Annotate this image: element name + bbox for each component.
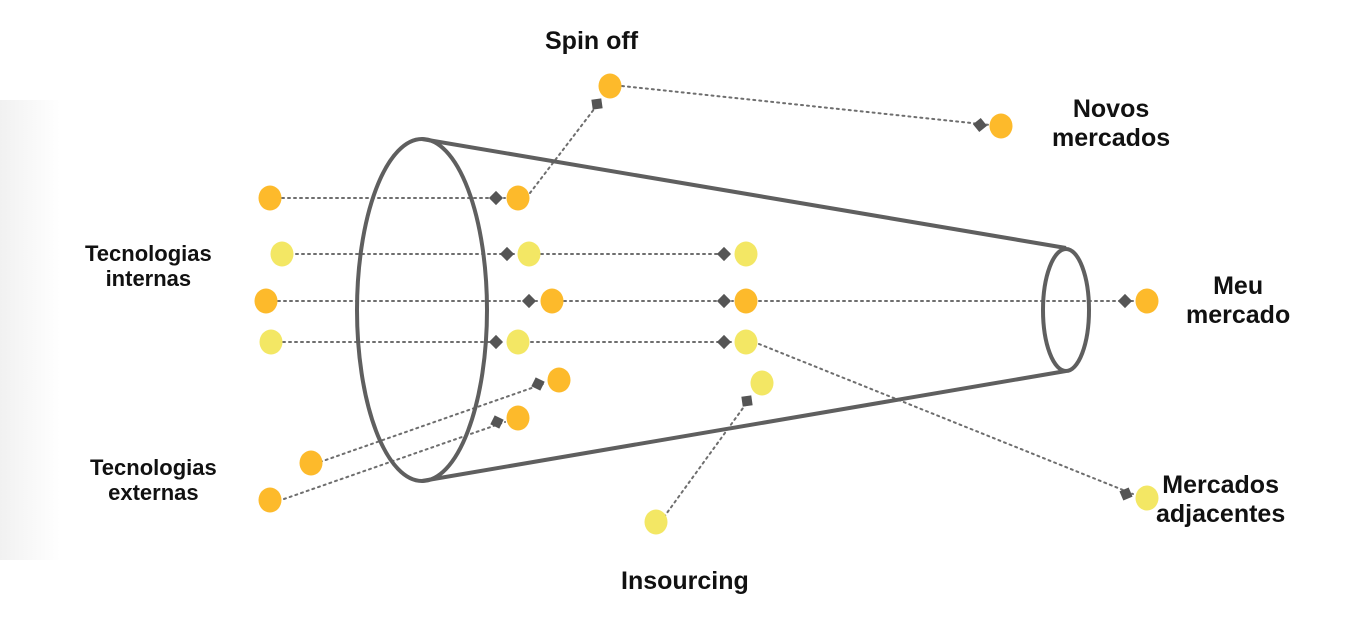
arrow-diamond: [972, 117, 988, 133]
dotted-connector: [621, 85, 991, 126]
orange-dot: [598, 73, 622, 99]
label-novos-mercados: Novos mercados: [1052, 95, 1171, 152]
yellow-dot: [734, 329, 758, 355]
arrow-diamond: [531, 377, 545, 391]
label-tecnologias-internas: Tecnologias internas: [85, 241, 212, 292]
yellow-dot: [1135, 485, 1159, 511]
orange-dot: [299, 450, 323, 476]
arrow-diamond: [490, 415, 504, 429]
yellow-dot: [506, 329, 530, 355]
orange-dot: [1135, 288, 1159, 314]
arrow-diamond: [488, 334, 504, 350]
yellow-dot: [734, 241, 758, 267]
dotted-connector: [663, 396, 752, 518]
arrow-diamond: [1119, 487, 1133, 501]
arrow-diamond: [499, 246, 515, 262]
idea-dots: [254, 73, 1159, 535]
yellow-dot: [259, 329, 283, 355]
orange-dot: [258, 185, 282, 211]
arrow-diamond: [488, 190, 504, 206]
arrow-diamond: [741, 395, 753, 407]
label-mercados-adjacentes: Mercados adjacentes: [1156, 471, 1286, 528]
funnel-mouth-ellipse: [355, 137, 489, 483]
orange-dot: [258, 487, 282, 513]
orange-dot: [989, 113, 1013, 139]
funnel: [355, 137, 1091, 483]
orange-dot: [254, 288, 278, 314]
dotted-connector: [758, 343, 1134, 495]
yellow-dot: [750, 370, 774, 396]
label-spin-off: Spin off: [545, 27, 639, 55]
label-meu-mercado: Meu mercado: [1186, 272, 1291, 329]
orange-dot: [506, 405, 530, 431]
arrow-diamond: [716, 334, 732, 350]
orange-dot: [540, 288, 564, 314]
label-tecnologias-externas: Tecnologias externas: [90, 455, 217, 506]
orange-dot: [734, 288, 758, 314]
background-shade: [0, 100, 60, 560]
label-insourcing: Insourcing: [621, 567, 749, 595]
arrow-diamond: [716, 246, 732, 262]
dotted-connector: [529, 103, 599, 194]
arrow-diamond: [521, 293, 537, 309]
arrow-diamond: [716, 293, 732, 309]
orange-dot: [547, 367, 571, 393]
yellow-dot: [517, 241, 541, 267]
funnel-outlet-ellipse: [1041, 247, 1091, 373]
arrow-markers: [488, 98, 1133, 501]
orange-dot: [506, 185, 530, 211]
arrow-diamond: [591, 98, 603, 110]
dotted-connector: [319, 382, 547, 463]
yellow-dot: [270, 241, 294, 267]
arrow-diamond: [1117, 293, 1133, 309]
funnel-top-edge: [421, 137, 1067, 250]
funnel-bottom-edge: [421, 369, 1067, 483]
yellow-dot: [644, 509, 668, 535]
connector-lines: [277, 85, 1134, 518]
